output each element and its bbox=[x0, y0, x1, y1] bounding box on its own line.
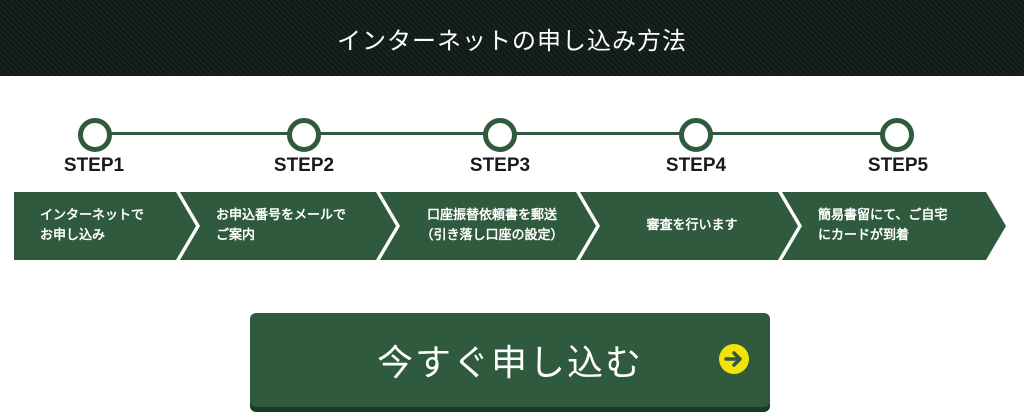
step3-desc-line1: 口座振替依頼書を郵送 bbox=[426, 208, 557, 223]
step4-desc-line1: 審査を行います bbox=[646, 218, 738, 233]
step4-node bbox=[679, 118, 713, 152]
step3-desc: 口座振替依頼書を郵送 （引き落し口座の設定） bbox=[404, 206, 580, 246]
step2-chevron bbox=[180, 192, 396, 260]
step3-label: STEP3 bbox=[469, 155, 531, 176]
page-title: インターネットの申し込み方法 bbox=[337, 26, 687, 55]
step3-chevron bbox=[380, 192, 596, 260]
step1-chevron bbox=[14, 192, 196, 260]
step1-label: STEP1 bbox=[63, 155, 125, 176]
step2-label: STEP2 bbox=[273, 155, 335, 176]
page-header: インターネットの申し込み方法 bbox=[0, 0, 1024, 76]
step2-desc-line1: お申込番号をメールで bbox=[216, 208, 347, 223]
step1-desc: インターネットで お申し込み bbox=[40, 206, 180, 246]
step2-node bbox=[287, 118, 321, 152]
step5-label: STEP5 bbox=[867, 155, 929, 176]
step5-node bbox=[880, 118, 914, 152]
arrow-right-circle-icon bbox=[719, 344, 749, 374]
step5-desc: 簡易書留にて、ご自宅 にカードが到着 bbox=[818, 206, 988, 246]
step5-desc-line2: にカードが到着 bbox=[818, 228, 910, 243]
step1-desc-line2: お申し込み bbox=[40, 228, 106, 243]
step4-label: STEP4 bbox=[665, 155, 727, 176]
step3-node bbox=[483, 118, 517, 152]
process-chevrons bbox=[14, 192, 1006, 260]
step4-desc: 審査を行います bbox=[604, 216, 780, 236]
step4-chevron bbox=[580, 192, 798, 260]
apply-now-button[interactable]: 今すぐ申し込む bbox=[250, 313, 770, 407]
apply-now-label: 今すぐ申し込む bbox=[376, 343, 643, 384]
step1-desc-line1: インターネットで bbox=[40, 208, 145, 223]
step5-desc-line1: 簡易書留にて、ご自宅 bbox=[818, 208, 948, 223]
step3-desc-line2: （引き落し口座の設定） bbox=[420, 228, 564, 243]
step1-node bbox=[78, 118, 112, 152]
step2-desc-line2: ご案内 bbox=[216, 228, 256, 243]
step5-chevron bbox=[782, 192, 1006, 260]
step2-desc: お申込番号をメールで ご案内 bbox=[216, 206, 376, 246]
